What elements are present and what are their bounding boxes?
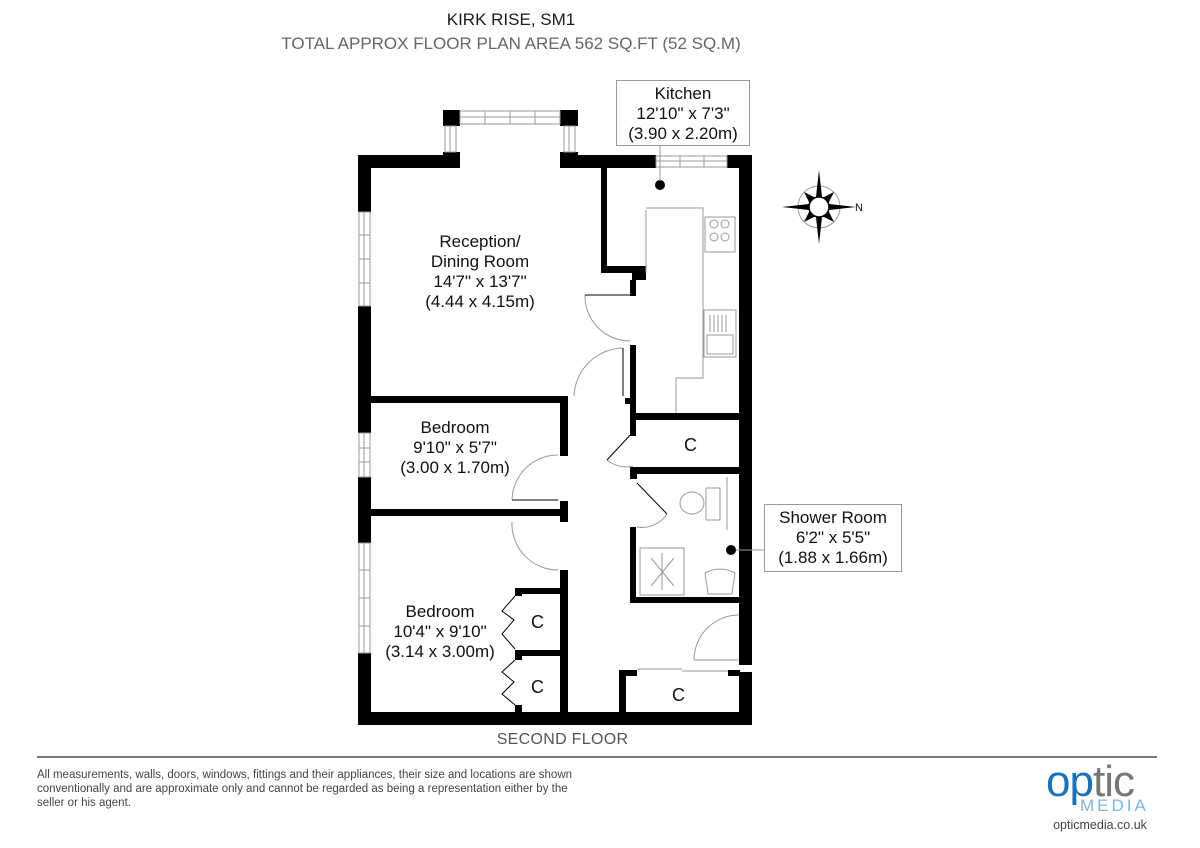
compass-rose xyxy=(782,170,856,244)
optic-media-logo: optic MEDIA opticmedia.co.uk xyxy=(1040,757,1160,834)
logo-wordmark: optic xyxy=(1046,757,1135,806)
kitchen-name: Kitchen xyxy=(654,84,712,103)
shower-name: Shower Room xyxy=(779,508,887,527)
disclaimer-text: All measurements, walls, doors, windows,… xyxy=(37,769,573,809)
cupboard-label: C xyxy=(531,612,544,632)
kitchen-imperial: 12'10" x 7'3" xyxy=(636,104,730,123)
kitchen-label: Kitchen 12'10" x 7'3" (3.90 x 2.20m) xyxy=(616,80,750,146)
reception-imperial: 14'7" x 13'7" xyxy=(433,272,527,291)
shower-metric: (1.88 x 1.66m) xyxy=(778,548,888,567)
logo-media-text: MEDIA xyxy=(1080,796,1149,815)
extractor-fans xyxy=(655,180,736,555)
reception-metric: (4.44 x 4.15m) xyxy=(425,292,535,311)
windows xyxy=(358,110,728,672)
bedroom2-imperial: 10'4" x 9'10" xyxy=(393,622,487,641)
logo-url: opticmedia.co.uk xyxy=(1053,818,1147,832)
divider xyxy=(37,756,1157,758)
bedroom1-imperial: 9'10" x 5'7" xyxy=(413,438,497,457)
walls xyxy=(358,110,752,725)
reception-label: Reception/ Dining Room 14'7" x 13'7" (4.… xyxy=(410,232,550,312)
floor-label: SECOND FLOOR xyxy=(496,731,629,748)
shower-imperial: 6'2" x 5'5" xyxy=(795,528,871,547)
bedroom2-label: Bedroom 10'4" x 9'10" (3.14 x 3.00m) xyxy=(370,602,510,662)
bedroom2-metric: (3.14 x 3.00m) xyxy=(385,642,495,661)
door-swings xyxy=(501,294,740,706)
cupboard-label: C xyxy=(684,435,697,455)
floor-area-subtitle: TOTAL APPROX FLOOR PLAN AREA 562 SQ.FT (… xyxy=(281,34,741,53)
bathroom-fittings xyxy=(639,477,736,596)
bedroom1-label: Bedroom 9'10" x 5'7" (3.00 x 1.70m) xyxy=(380,418,530,478)
bedroom1-metric: (3.00 x 1.70m) xyxy=(400,458,510,477)
cupboard-label: C xyxy=(531,677,544,697)
bedroom2-name: Bedroom xyxy=(405,602,475,621)
property-title: KIRK RISE, SM1 xyxy=(446,10,576,29)
reception-name-2: Dining Room xyxy=(430,252,530,271)
compass-north-label: N xyxy=(855,202,863,214)
kitchen-fittings xyxy=(645,207,737,413)
cupboard-label: C xyxy=(672,685,685,705)
bedroom1-name: Bedroom xyxy=(420,418,490,437)
leader-lines xyxy=(659,145,764,551)
kitchen-metric: (3.90 x 2.20m) xyxy=(628,124,738,143)
reception-name-1: Reception/ xyxy=(439,232,521,251)
shower-room-label: Shower Room 6'2" x 5'5" (1.88 x 1.66m) xyxy=(764,504,902,572)
